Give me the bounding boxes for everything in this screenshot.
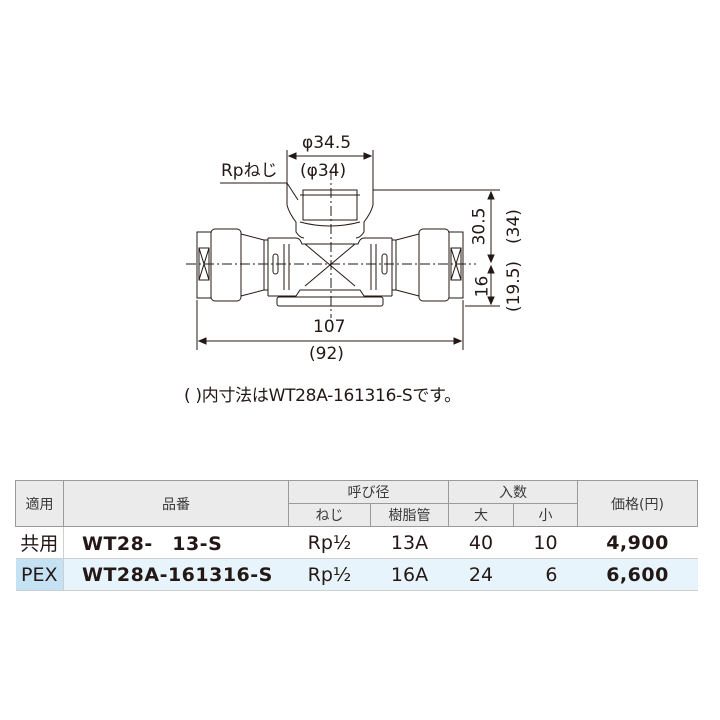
cell-small: 6 <box>513 558 578 591</box>
cell-price: 6,600 <box>577 558 698 591</box>
header-resin-pipe: 樹脂管 <box>370 503 449 527</box>
cell-resin-pipe: 13A <box>370 526 449 559</box>
header-nominal-diameter: 呼び径 <box>288 480 449 504</box>
dim-height-upper-alt: (34) <box>503 209 524 244</box>
header-small: 小 <box>513 503 578 527</box>
dim-length: 107 <box>313 317 346 337</box>
header-application: 適用 <box>15 480 64 527</box>
table-row: PEX WT28A-161316-S Rp½ 16A 24 6 6,600 <box>15 558 698 591</box>
cell-large: 24 <box>448 558 514 591</box>
cell-thread: Rp½ <box>288 558 371 591</box>
cell-large: 40 <box>448 526 514 559</box>
label-rp-thread: Rpねじ <box>221 161 278 181</box>
tee-fitting-drawing: φ34.5 (φ34) Rpねじ 30.5 (34) 16 (19.5) 107… <box>186 133 525 364</box>
dim-length-alt: (92) <box>309 344 344 364</box>
dim-top-outer: φ34.5 <box>302 133 352 153</box>
cell-application: 共用 <box>15 526 64 559</box>
table-row: 共用 WT28- 13-S Rp½ 13A 40 10 4,900 <box>15 526 698 559</box>
dimension-note: ( )内寸法はWT28A-161316-Sです。 <box>184 386 461 406</box>
cell-price: 4,900 <box>577 526 698 559</box>
spec-table: 適用 品番 呼び径 入数 価格(円) ねじ 樹脂管 大 小 共用 WT28- 1… <box>15 480 698 591</box>
cell-thread: Rp½ <box>288 526 371 559</box>
dim-height-lower-alt: (19.5) <box>504 260 525 313</box>
fitting-outline-svg <box>186 150 500 350</box>
cell-part-number: WT28A-161316-S <box>63 558 289 591</box>
dim-height-lower: 16 <box>472 275 493 298</box>
dim-top-inner: (φ34) <box>300 161 347 181</box>
cell-resin-pipe: 16A <box>370 558 449 591</box>
header-part-number: 品番 <box>63 480 289 527</box>
header-thread: ねじ <box>288 503 371 527</box>
header-quantity: 入数 <box>448 480 578 504</box>
header-price: 価格(円) <box>577 480 698 527</box>
dim-height-upper: 30.5 <box>469 207 490 246</box>
cell-application: PEX <box>15 558 64 591</box>
header-large: 大 <box>448 503 514 527</box>
cell-part-number: WT28- 13-S <box>63 526 289 559</box>
cell-small: 10 <box>513 526 578 559</box>
